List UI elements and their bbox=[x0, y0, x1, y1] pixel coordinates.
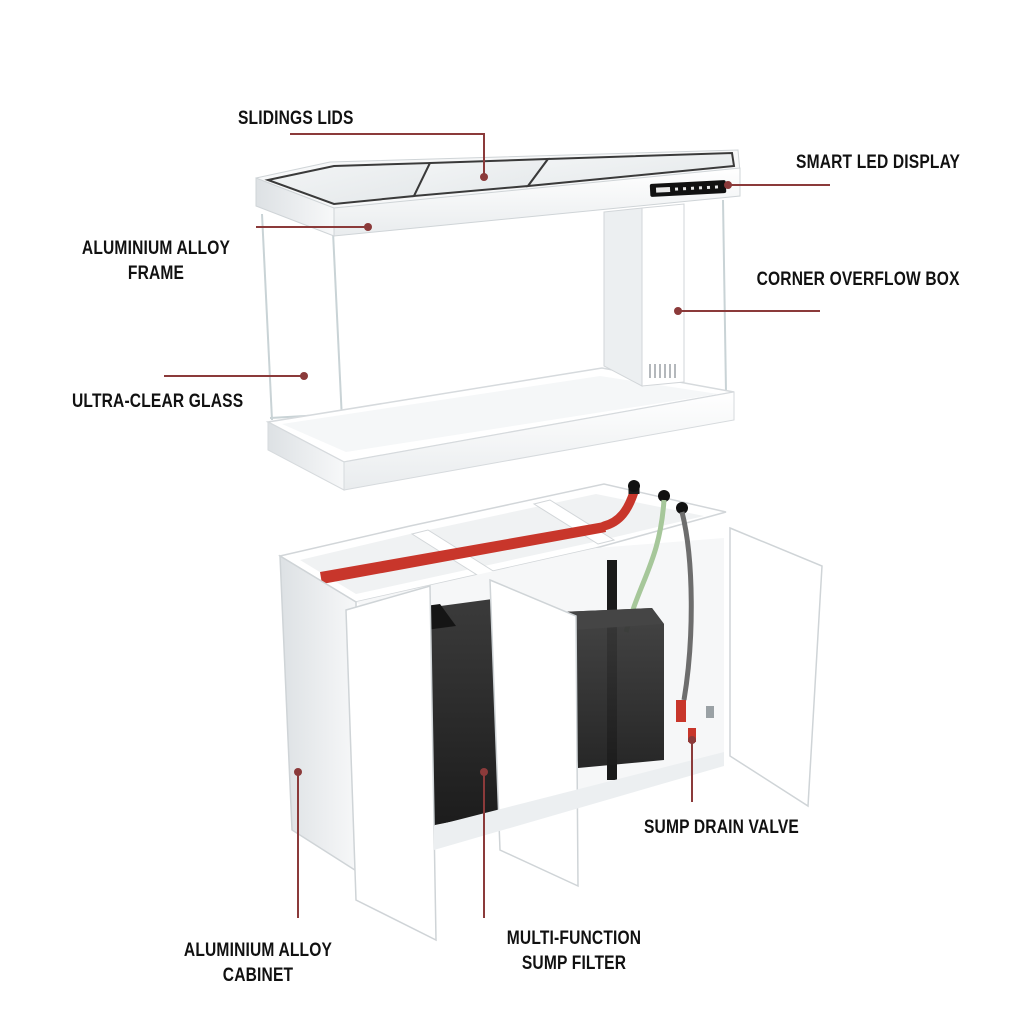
label-smart-led-display: SMART LED DISPLAY bbox=[796, 150, 960, 175]
label-ultra-clear-glass: ULTRA-CLEAR GLASS bbox=[72, 389, 243, 414]
multi-function-sump-filter bbox=[366, 598, 664, 826]
label-aluminium-frame-line1: ALUMINIUM ALLOY bbox=[81, 238, 231, 259]
sliding-lids bbox=[264, 151, 736, 206]
label-aluminium-cabinet-line1: ALUMINIUM ALLOY bbox=[183, 940, 333, 961]
label-aluminium-cabinet: ALUMINIUM ALLOY CABINET bbox=[176, 938, 340, 988]
aquarium-cabinet bbox=[278, 480, 823, 942]
sump-drain-valve bbox=[676, 700, 714, 742]
leader-lines bbox=[164, 133, 830, 918]
smart-led-display-panel bbox=[649, 180, 727, 197]
leader-smart-led-display bbox=[724, 181, 830, 189]
aquarium-tank bbox=[255, 149, 741, 491]
label-sump-filter-line1: MULTI-FUNCTION bbox=[506, 928, 642, 949]
leader-corner-overflow-box bbox=[674, 307, 820, 315]
leader-ultra-clear-glass bbox=[164, 372, 308, 380]
tank-base-frame bbox=[265, 367, 735, 491]
label-aluminium-cabinet-line2: CABINET bbox=[222, 965, 294, 986]
label-sump-filter-line2: SUMP FILTER bbox=[521, 953, 627, 974]
return-pipe bbox=[320, 480, 688, 584]
leader-aluminium-cabinet bbox=[294, 768, 302, 918]
label-aluminium-frame: ALUMINIUM ALLOY FRAME bbox=[76, 236, 237, 286]
label-sump-drain-valve-text: SUMP DRAIN VALVE bbox=[644, 817, 799, 838]
corner-overflow-box bbox=[603, 203, 685, 387]
label-sump-filter: MULTI-FUNCTION SUMP FILTER bbox=[492, 926, 656, 976]
label-sump-drain-valve: SUMP DRAIN VALVE bbox=[644, 815, 799, 840]
label-smart-led-display-text: SMART LED DISPLAY bbox=[795, 152, 960, 173]
label-sliding-lids: SLIDINGS LIDS bbox=[238, 106, 354, 131]
label-ultra-clear-glass-text: ULTRA-CLEAR GLASS bbox=[72, 391, 244, 412]
leader-aluminium-frame bbox=[256, 223, 372, 231]
label-aluminium-frame-line2: FRAME bbox=[127, 263, 185, 284]
label-corner-overflow-box: CORNER OVERFLOW BOX bbox=[757, 267, 960, 292]
leader-sliding-lids bbox=[290, 133, 488, 181]
leader-sump-drain-valve bbox=[688, 736, 696, 802]
leader-sump-filter bbox=[480, 768, 488, 918]
label-sliding-lids-text: SLIDINGS LIDS bbox=[238, 108, 354, 129]
label-corner-overflow-box-text: CORNER OVERFLOW BOX bbox=[756, 269, 960, 290]
